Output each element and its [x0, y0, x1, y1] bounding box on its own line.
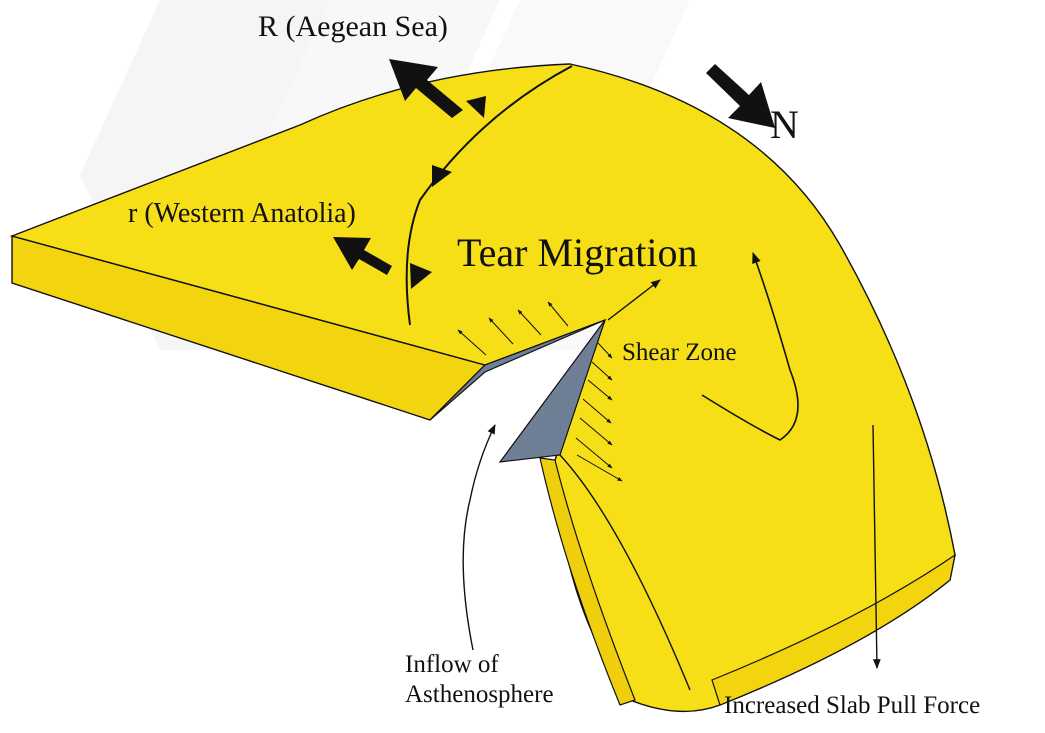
slab-pull-label: Increased Slab Pull Force	[724, 692, 980, 719]
aegean-sea-label: R (Aegean Sea)	[258, 10, 448, 43]
western-anatolia-label: r (Western Anatolia)	[128, 198, 356, 229]
north-arrow	[706, 64, 775, 128]
inflow-label-line1: Inflow of	[405, 651, 499, 678]
inflow-label-line2: Asthenosphere	[405, 681, 554, 708]
tear-migration-label: Tear Migration	[457, 230, 697, 275]
north-label: N	[770, 102, 799, 147]
shear-zone-label: Shear Zone	[622, 339, 737, 366]
inflow-arrow	[463, 425, 495, 650]
